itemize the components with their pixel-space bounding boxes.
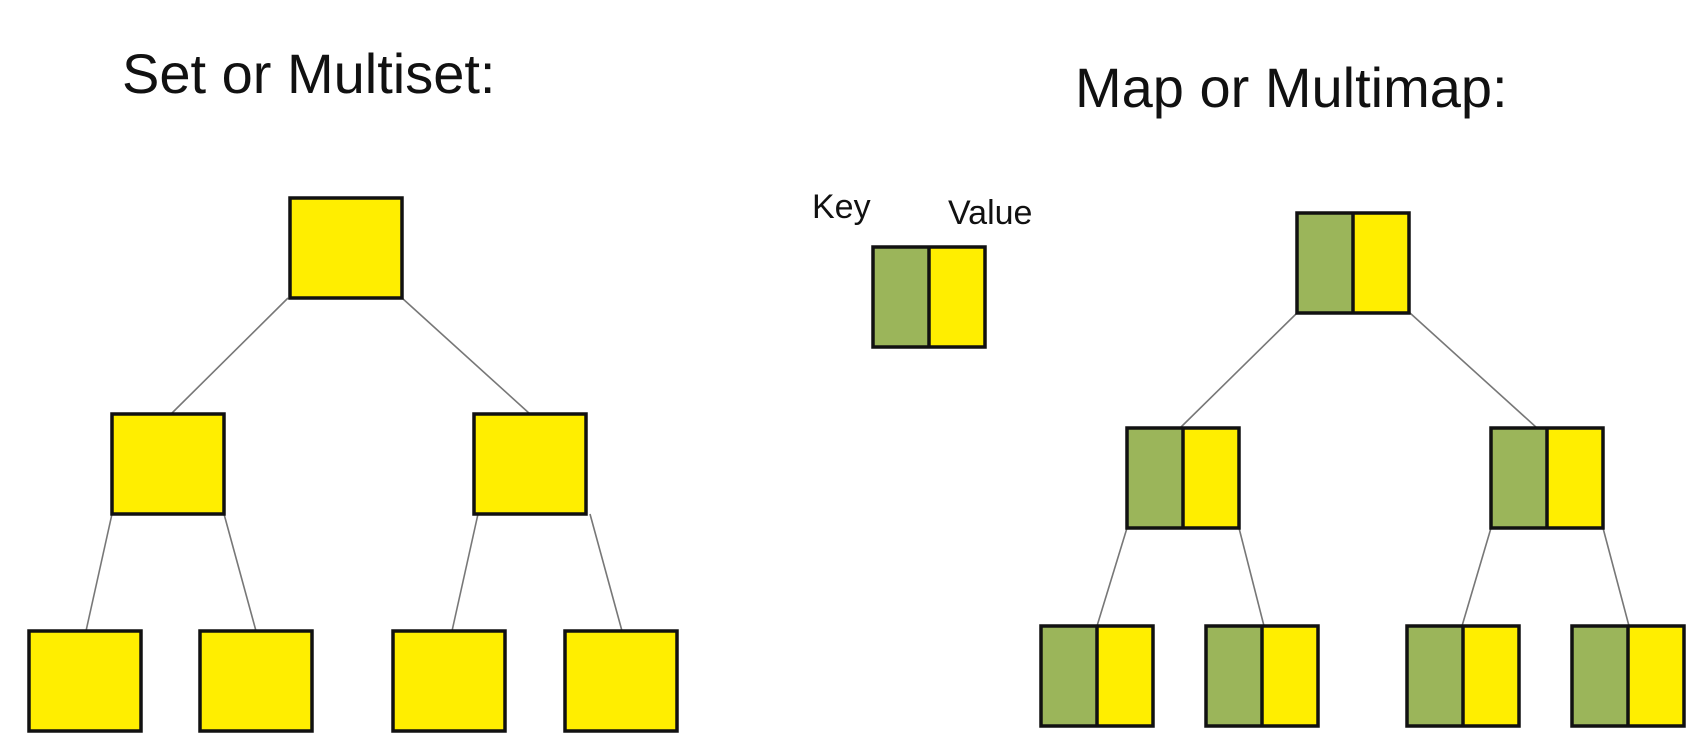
set-node-level1-right [472, 412, 588, 516]
map-node-level1-right-value [1547, 428, 1603, 528]
set-edge-root-left [170, 297, 289, 415]
map-node-leaf-3-value [1463, 626, 1519, 726]
set-multiset-title: Set or Multiset: [122, 42, 496, 105]
map-edge-root-right [1409, 312, 1538, 429]
legend-node-value [929, 247, 985, 347]
map-node-level1-left-value [1183, 428, 1239, 528]
map-node-leaf-4-value [1628, 626, 1684, 726]
set-edge-l-lr [223, 513, 257, 632]
map-node-leaf-3-key [1407, 626, 1463, 726]
map-node-leaf-2-value [1262, 626, 1318, 726]
legend-key-label: Key [812, 188, 871, 226]
map-edge-r-rr [1602, 527, 1630, 627]
map-node-level1-right-key [1491, 428, 1547, 528]
map-node-root-key [1297, 213, 1353, 313]
set-node-root [288, 196, 404, 300]
map-node-leaf-4-key [1572, 626, 1628, 726]
set-node-leaf-3 [391, 629, 507, 733]
map-node-leaf-2-key [1206, 626, 1262, 726]
set-edge-l-ll [85, 513, 113, 632]
map-multimap-title: Map or Multimap: [1075, 56, 1508, 119]
map-node-root-value [1353, 213, 1409, 313]
map-edge-r-rl [1461, 527, 1492, 627]
set-node-leaf-2 [198, 629, 314, 733]
set-node-leaf-1 [27, 629, 143, 733]
map-node-leaf-1-value [1097, 626, 1153, 726]
map-edge-l-lr [1238, 527, 1265, 627]
set-edge-root-right [401, 297, 531, 415]
map-edge-root-left [1179, 312, 1298, 429]
map-node-level1-left-key [1127, 428, 1183, 528]
set-node-leaf-4 [563, 629, 679, 733]
set-edge-r-rl [451, 513, 479, 632]
map-edge-l-ll [1096, 527, 1128, 627]
map-node-leaf-1-key [1041, 626, 1097, 726]
set-node-level1-left [110, 412, 226, 516]
legend-value-label: Value [948, 194, 1033, 232]
legend-node-key [873, 247, 929, 347]
set-edge-r-rr [589, 513, 623, 632]
